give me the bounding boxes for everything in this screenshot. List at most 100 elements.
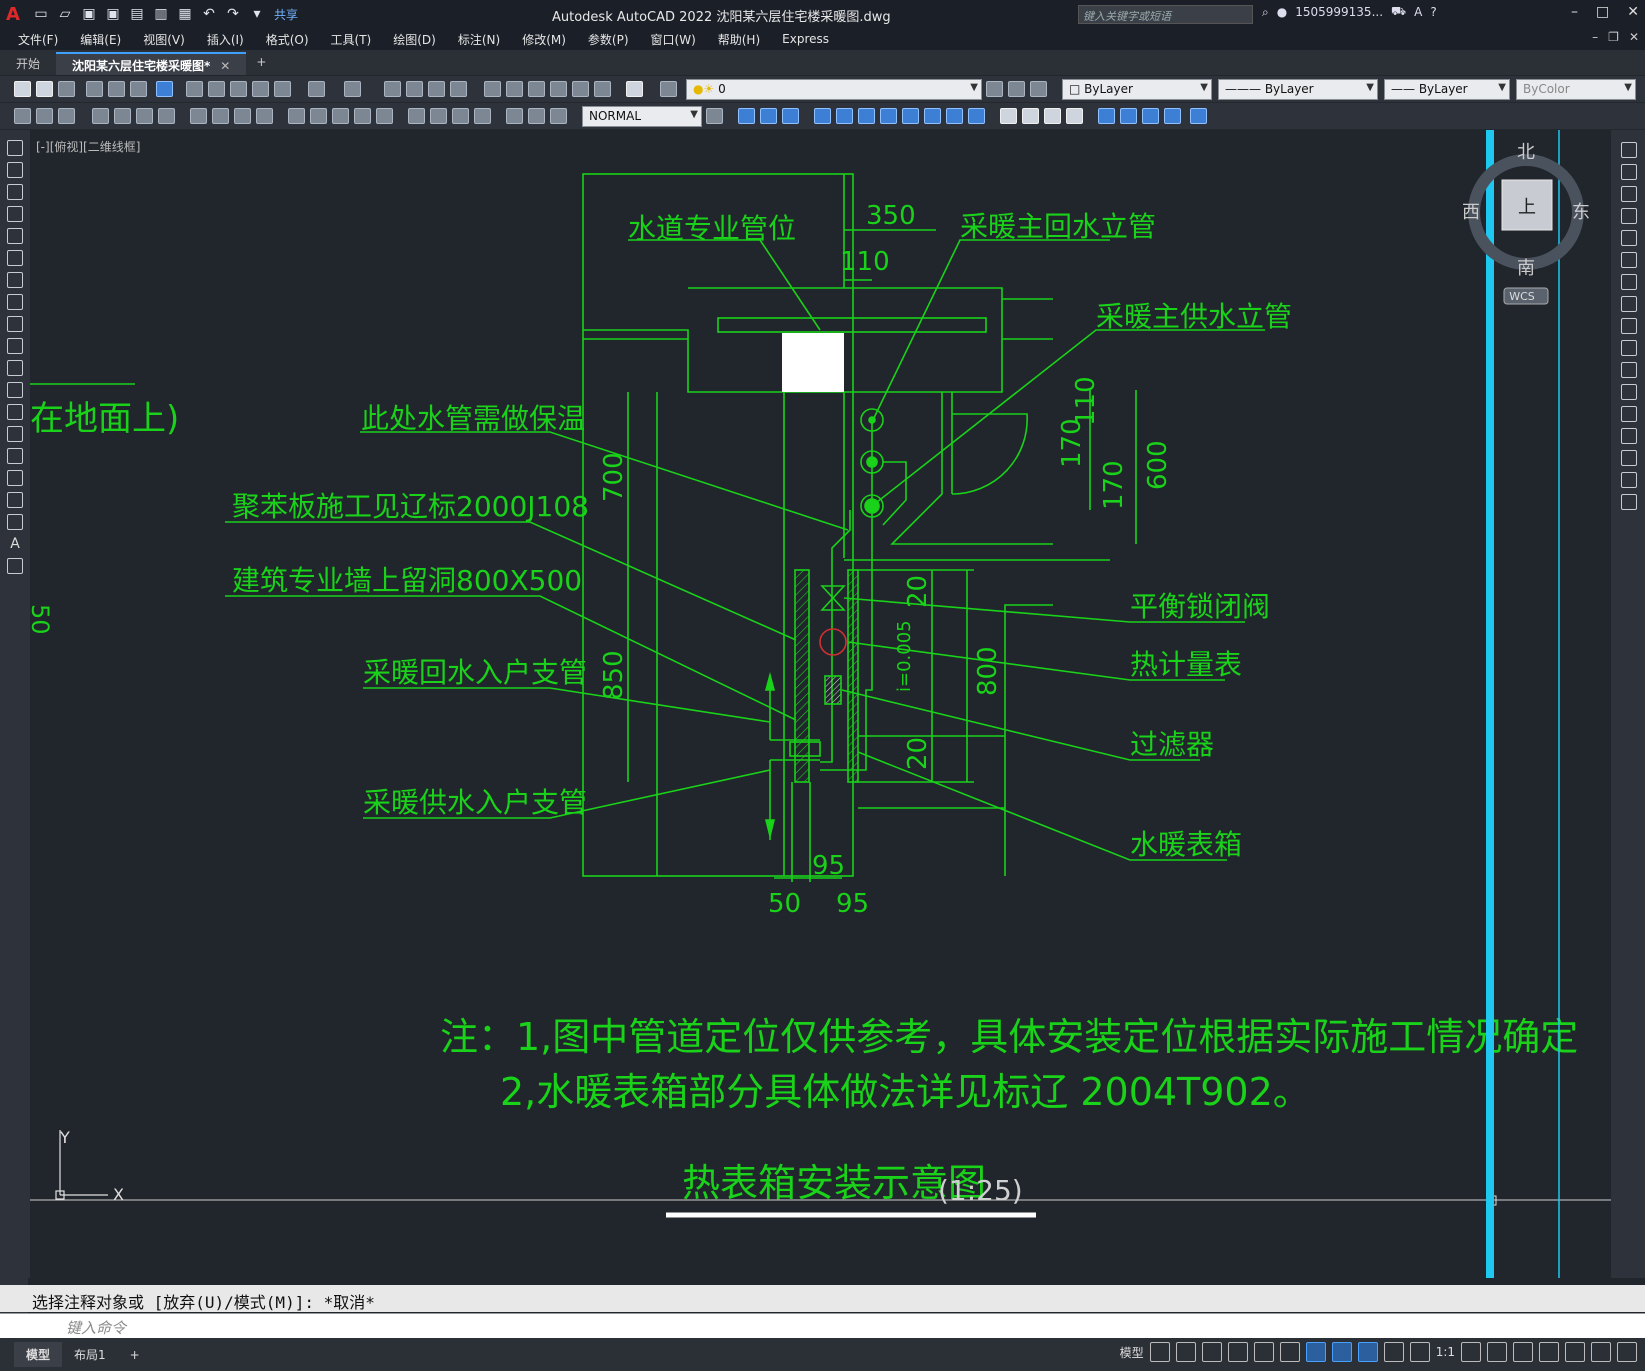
viewcube-east[interactable]: 东: [1572, 202, 1590, 223]
open-file-icon[interactable]: ▱: [59, 6, 71, 22]
copy-icon[interactable]: [1621, 164, 1637, 180]
cut-icon[interactable]: [186, 81, 203, 97]
a360-icon[interactable]: A: [1414, 5, 1423, 19]
help-icon[interactable]: [626, 81, 643, 97]
erase-icon[interactable]: [1621, 142, 1637, 158]
viewcube-top[interactable]: 上: [1518, 197, 1536, 218]
scale-icon[interactable]: [1621, 296, 1637, 312]
move-icon[interactable]: [738, 108, 755, 124]
isolate-objects-icon[interactable]: [1565, 1342, 1585, 1362]
undo-icon[interactable]: ↶: [203, 6, 215, 22]
object-snap-tracking-icon[interactable]: [1279, 1342, 1300, 1362]
point-icon[interactable]: [7, 426, 23, 442]
linear-dim-icon[interactable]: [92, 108, 109, 124]
dim-break-icon[interactable]: [376, 108, 393, 124]
revision-cloud-icon[interactable]: [7, 294, 23, 310]
redo-icon[interactable]: [344, 81, 361, 97]
edit-polyline-icon[interactable]: [1190, 108, 1207, 124]
fillet-icon[interactable]: [1621, 472, 1637, 488]
tolerance-icon[interactable]: [408, 108, 425, 124]
menu-format[interactable]: 格式(O): [265, 32, 309, 47]
explode-icon[interactable]: [1098, 108, 1115, 124]
new-tab-button[interactable]: +: [256, 55, 267, 69]
workspace-gear-icon[interactable]: [1461, 1342, 1481, 1362]
fillet-icon[interactable]: [1066, 108, 1083, 124]
user-icon[interactable]: ●: [1276, 5, 1288, 19]
menu-express[interactable]: Express: [782, 32, 829, 46]
join-icon[interactable]: [1022, 108, 1039, 124]
center-mark-icon[interactable]: [430, 108, 447, 124]
circle-icon[interactable]: [7, 272, 23, 288]
design-center-icon[interactable]: [506, 81, 523, 97]
fullscreen-icon[interactable]: [1591, 1342, 1611, 1362]
blend-curves-icon[interactable]: [1621, 494, 1637, 510]
menu-modify[interactable]: 修改(M): [522, 32, 566, 47]
autocad-logo-icon[interactable]: A: [6, 3, 20, 25]
3d-dwf-icon[interactable]: [156, 81, 173, 97]
model-space-button[interactable]: 模型: [1119, 1345, 1144, 1360]
share-button[interactable]: 共享: [274, 7, 299, 22]
ortho-icon[interactable]: [1201, 1342, 1222, 1362]
copy-object-icon[interactable]: [760, 108, 777, 124]
rectangle-icon[interactable]: [7, 228, 23, 244]
align-icon[interactable]: [1164, 108, 1181, 124]
polyline-icon[interactable]: [7, 184, 23, 200]
spline-icon[interactable]: [7, 316, 23, 332]
construction-line-icon[interactable]: [7, 162, 23, 178]
arc-length-icon[interactable]: [136, 108, 153, 124]
menu-view[interactable]: 视图(V): [143, 32, 185, 47]
viewcube-west[interactable]: 西: [1462, 202, 1480, 223]
draworder-icon[interactable]: [1120, 108, 1137, 124]
annotation-visibility-icon[interactable]: [1357, 1342, 1378, 1362]
save-icon[interactable]: ▣: [82, 6, 96, 22]
break-icon[interactable]: [1000, 108, 1017, 124]
offset-icon[interactable]: [814, 108, 831, 124]
layer-state-icon[interactable]: [1030, 81, 1047, 97]
line-icon[interactable]: [7, 140, 23, 156]
viewcube[interactable]: 上 北 南 东 西 WCS: [1462, 142, 1590, 305]
quick-properties-icon[interactable]: [1539, 1342, 1559, 1362]
angular-dim-icon[interactable]: [256, 108, 273, 124]
publish-icon[interactable]: ▤: [130, 6, 144, 22]
gradient-icon[interactable]: [7, 470, 23, 486]
menu-dimension[interactable]: 标注(N): [457, 32, 501, 47]
properties-icon[interactable]: [484, 81, 501, 97]
annotation-scale-icon[interactable]: [1409, 1342, 1430, 1362]
help-icon[interactable]: ?: [1430, 5, 1437, 19]
zoom-realtime-icon[interactable]: [406, 81, 423, 97]
trim-icon[interactable]: [946, 108, 963, 124]
redo-icon[interactable]: ↷: [227, 6, 239, 22]
mirror-icon[interactable]: [1621, 186, 1637, 202]
search-icon[interactable]: ⌕: [1262, 4, 1269, 19]
text-style-dropdown[interactable]: NORMAL▼: [582, 106, 702, 127]
ellipse-icon[interactable]: [7, 338, 23, 354]
tool-palettes-icon[interactable]: [528, 81, 545, 97]
tab-layout1[interactable]: 布局1: [74, 1348, 106, 1362]
wcs-menu[interactable]: WCS: [1509, 290, 1535, 303]
lineweight-dropdown[interactable]: —— ByLayer▼: [1384, 79, 1510, 100]
rotate-icon[interactable]: [1621, 274, 1637, 290]
insert-block-icon[interactable]: [7, 382, 23, 398]
paste-icon[interactable]: [230, 81, 247, 97]
zoom-window-icon[interactable]: [428, 81, 445, 97]
menu-parametric[interactable]: 参数(P): [587, 32, 629, 47]
close-icon[interactable]: ✕: [1627, 4, 1639, 20]
mirror-icon[interactable]: [782, 108, 799, 124]
multiline-text-icon[interactable]: A: [10, 536, 20, 552]
erase-icon[interactable]: [880, 108, 897, 124]
chamfer-icon[interactable]: [1621, 450, 1637, 466]
tab-model[interactable]: 模型: [14, 1342, 63, 1367]
layer-dropdown[interactable]: ●☀ 0▼: [686, 79, 982, 100]
save-icon[interactable]: [58, 81, 75, 97]
open-web-icon[interactable]: ▥: [154, 6, 168, 22]
dim-edit-icon[interactable]: [506, 108, 523, 124]
undo-icon[interactable]: [308, 81, 325, 97]
doc-close-icon[interactable]: ✕: [1628, 30, 1639, 44]
table-icon[interactable]: [7, 514, 23, 530]
units-icon[interactable]: [1513, 1342, 1533, 1362]
dim-space-icon[interactable]: [354, 108, 371, 124]
isodraft-icon[interactable]: [1253, 1342, 1274, 1362]
dim-update-icon[interactable]: [14, 108, 31, 124]
quickcalc-icon[interactable]: [594, 81, 611, 97]
annotation-scale-value[interactable]: 1:1: [1435, 1345, 1455, 1359]
